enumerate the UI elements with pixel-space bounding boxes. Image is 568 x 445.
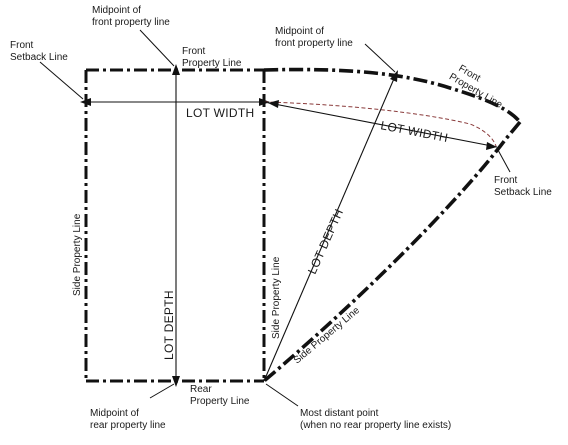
lot-width-right-arrowhead-left (268, 100, 279, 108)
label-lot-width-right: LOT WIDTH (379, 118, 449, 145)
label-side-property-left: Side Property Line (72, 213, 83, 296)
label-front-setback-left: Front Setback Line (10, 40, 68, 63)
label-rear-property: Rear Property Line (190, 384, 250, 407)
lot-depth-arrowhead-top (172, 64, 180, 75)
leader-front-setback-left (39, 61, 84, 100)
label-midpoint-rear: Midpoint of rear property line (90, 408, 166, 431)
label-lot-depth-right: LOT DEPTH (305, 207, 346, 276)
lot-width-right-arrowhead-right (486, 142, 497, 150)
right-side-property-line (262, 120, 522, 383)
label-front-property-right: Front Property Line (447, 61, 510, 111)
lot-width-arrow-right (263, 101, 498, 148)
label-lot-depth-left: LOT DEPTH (162, 290, 176, 360)
leader-lines (39, 29, 511, 407)
label-most-distant-point: Most distant point (when no rear propert… (300, 408, 451, 431)
irregular-lot (262, 67, 522, 383)
leader-midpoint-rear (149, 383, 175, 399)
label-midpoint-front-left: Midpoint of front property line (92, 5, 170, 28)
rectangular-lot (80, 64, 270, 387)
front-setback-arc (263, 101, 497, 147)
lot-depth-arrow-right (263, 73, 397, 382)
label-midpoint-front-right: Midpoint of front property line (275, 26, 353, 49)
lot-width-arrowhead-left (80, 98, 91, 106)
leader-midpoint-front-right (364, 43, 396, 73)
front-property-line-curved (263, 67, 522, 124)
label-lot-width-left: LOT WIDTH (186, 106, 254, 120)
leader-midpoint-front-left (139, 29, 175, 67)
label-side-property-right: Side Property Line (292, 305, 362, 367)
leader-front-setback-right (497, 149, 511, 173)
label-side-property-middle: Side Property Line (271, 256, 282, 339)
leader-most-distant (265, 383, 299, 407)
label-front-setback-right: Front Setback Line (494, 175, 552, 198)
lot-depth-arrowhead-bottom (172, 376, 180, 387)
label-front-property-left: Front Property Line (182, 46, 242, 69)
lot-depth-right-arrowhead-top (390, 70, 398, 82)
